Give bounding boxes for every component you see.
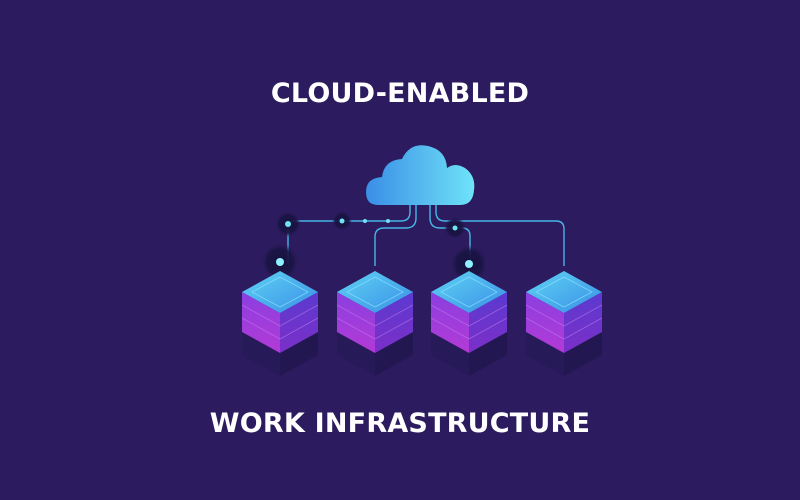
network-nodes: [261, 211, 488, 283]
server-rack-icon: [525, 271, 603, 376]
headline-top: CLOUD-ENABLED: [270, 78, 530, 109]
server-rack-icon: [241, 271, 319, 376]
server-rack-2: [336, 271, 414, 376]
cloud-icon: [366, 145, 475, 205]
server-rack-4: [525, 271, 603, 376]
server-rack-icon: [336, 271, 414, 376]
server-rack-3: [430, 271, 508, 376]
headline-bottom: WORK INFRASTRUCTURE: [209, 408, 591, 439]
network-lines: [287, 200, 565, 266]
server-rack-icon: [430, 271, 508, 376]
server-rack-1: [241, 271, 319, 376]
